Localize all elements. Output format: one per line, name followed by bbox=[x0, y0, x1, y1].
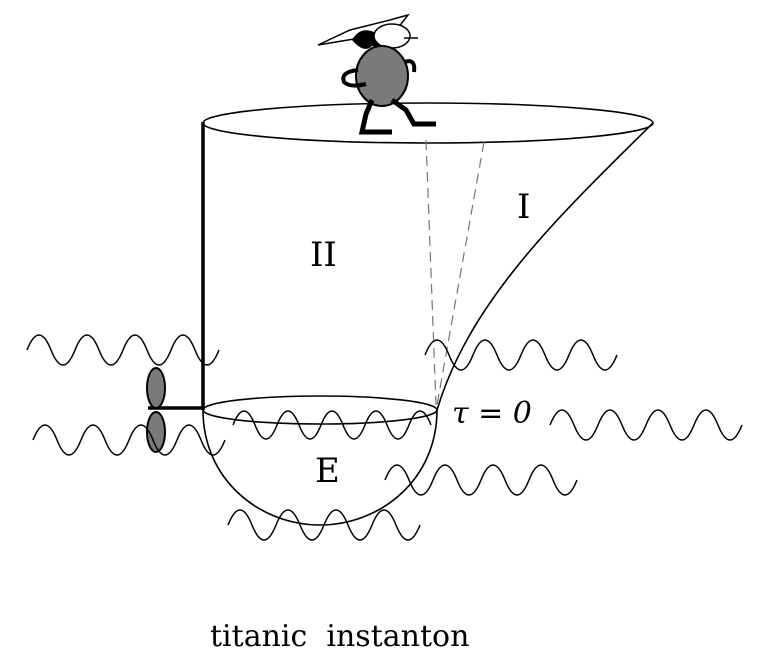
dashed-line-left bbox=[425, 139, 437, 406]
wave-bottom bbox=[227, 509, 421, 541]
figure-leg-left bbox=[358, 99, 392, 135]
wave-left-lower bbox=[32, 424, 226, 456]
region-label-euclidean: E bbox=[315, 451, 340, 491]
region-label-one: I bbox=[517, 187, 530, 227]
figure-head bbox=[373, 23, 411, 49]
waist-ellipse-tau-zero bbox=[202, 395, 438, 425]
cartoon-figure bbox=[317, 13, 436, 135]
ship-hull bbox=[202, 102, 654, 526]
waves bbox=[26, 334, 743, 541]
region-label-two: II bbox=[310, 235, 337, 275]
funnel-right-curve bbox=[436, 122, 654, 411]
euclidean-hemisphere bbox=[202, 409, 438, 526]
figure-caption: titanic instanton bbox=[210, 619, 469, 654]
wave-right-lower bbox=[384, 464, 578, 496]
figure-arm-right bbox=[403, 59, 417, 73]
mast-and-propeller bbox=[146, 122, 205, 453]
wave-right-upper bbox=[424, 339, 618, 371]
tau-zero-label: τ = 0 bbox=[452, 396, 532, 431]
dashed-line-right bbox=[436, 141, 485, 406]
figure-arm-left bbox=[341, 68, 367, 88]
wave-center-waist bbox=[232, 410, 432, 440]
wave-right-middle bbox=[549, 409, 743, 441]
wave-left-upper bbox=[26, 334, 220, 366]
figure-leg-right bbox=[390, 97, 436, 127]
propeller-blade-bottom bbox=[146, 411, 166, 453]
propeller-blade-top bbox=[146, 367, 166, 409]
figure-body bbox=[355, 45, 409, 107]
